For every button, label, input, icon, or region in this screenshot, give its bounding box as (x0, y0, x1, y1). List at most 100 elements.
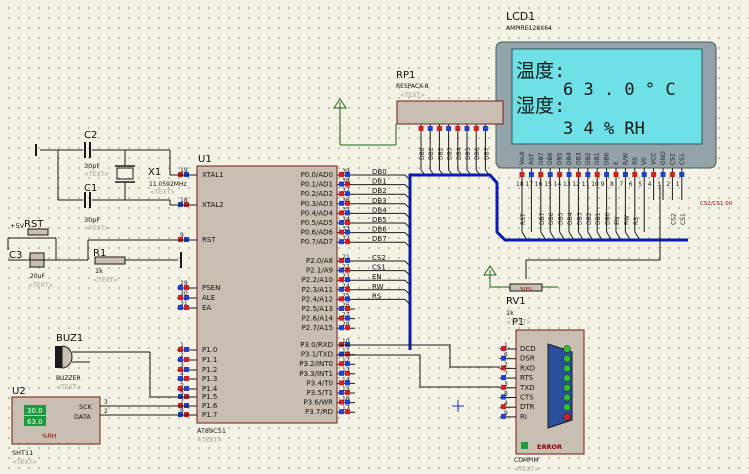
lcd-net-label: RS (633, 217, 640, 225)
lcd-pin-label: DB7 (538, 152, 545, 165)
bus-entry (404, 260, 411, 267)
com-pin-label: RTS (520, 374, 534, 382)
mcu-pin-number: 8 (180, 407, 184, 414)
mcu-pin-number: 19 (180, 167, 188, 174)
mcu-pin-number: 11 (342, 348, 350, 355)
buzzer[interactable]: BUZ1 BUZZER <TEXT> (55, 333, 197, 398)
rp1-power-arrow-icon (333, 98, 347, 109)
c1-ref: C1 (84, 183, 97, 194)
lcd-module[interactable]: LCD1 AMPIRE128X64 温度: 6 3 . 0 ° C 湿度: 3 … (495, 10, 733, 241)
reset-button-icon[interactable] (27, 228, 49, 236)
sht-unit: %RH (42, 433, 56, 440)
mcu-pin-label: XTAL2 (202, 201, 224, 209)
mcu-pin-label: P2.4/A12 (302, 295, 333, 303)
mcu-pin-number: 7 (180, 398, 184, 405)
lcd-pin-label: CS1 (679, 153, 686, 165)
crystal-circuit[interactable]: C2 30pF <TEXT> C1 30pF <TEXT> X1 11.0592… (35, 130, 197, 232)
lcd-pin-label: DB2 (585, 152, 592, 165)
mcu-net-label: DB3 (372, 197, 387, 205)
mcu-pin-label: P0.0/AD0 (301, 171, 333, 179)
com-pin-label: DSR (520, 355, 535, 363)
bus-entries (404, 174, 411, 305)
sht11-sensor[interactable]: U2 30.0 63.0 %RH SCK DATA 3 2 SHT11 <TEX… (11, 386, 197, 466)
com-pin-label: DTR (520, 403, 535, 411)
bus-entry (404, 193, 411, 200)
mcu-pin-number: 2 (180, 352, 184, 359)
bus-entry (404, 289, 411, 296)
lcd-pin-label: DB0 (604, 152, 611, 165)
rp1-text: <TEXT> (400, 92, 425, 99)
com-error: ERROR (537, 443, 562, 451)
com-pin-number: 4 (504, 400, 508, 407)
mcu-body (196, 165, 338, 424)
mcu-pin-number: 25 (342, 292, 350, 299)
rp1-pin-label: DB3 (447, 147, 454, 160)
c1-text: <TEXT> (84, 225, 109, 232)
lcd-net-label: RW (623, 215, 630, 225)
c1-value: 30pF (84, 216, 100, 224)
lcd-pin-label: RST (528, 153, 535, 165)
com-pin-led (563, 345, 571, 353)
lcd-pin-label: E (613, 161, 620, 165)
lcd-pin-number: 7 (619, 181, 623, 188)
lcd-net-label: EN (614, 217, 621, 225)
mcu-pin-number: 34 (342, 216, 350, 223)
bus-entry (404, 174, 411, 181)
rv1-ref: RV1 (506, 296, 526, 307)
mcu-net-label: DB6 (372, 226, 387, 234)
mcu-left-pins: 19XTAL118XTAL29RST29PSEN30ALE31EA1P1.02P… (177, 167, 224, 419)
mcu-pin-label: P1.0 (202, 346, 217, 354)
rp1-pin-db3: DB3 (446, 124, 454, 176)
lcd-net-label: DB3 (576, 212, 583, 225)
mcu-pin-label: P1.4 (202, 385, 218, 393)
com-pin-led (563, 413, 571, 421)
com-text: <TEXT> (514, 466, 539, 473)
lcd-pin-e: E8 (610, 161, 620, 232)
mcu-pin-label: P1.7 (202, 411, 217, 419)
mcu-pin-number: 5 (180, 381, 184, 388)
mcu-pin-label: P3.3/INT1 (299, 370, 333, 378)
r1-ref: R1 (93, 248, 106, 259)
c2-ref: C2 (84, 130, 97, 141)
mcu-pin-number: 12 (342, 357, 350, 364)
bus-entry (404, 232, 411, 238)
mcu-pin-number: 30 (180, 290, 188, 297)
reset-circuit[interactable]: +5V RST C3 20uF <TEXT> R1 1k <TEXT> (7, 219, 197, 289)
lcd-net-label: CS1 (680, 213, 687, 225)
lcd-net-label: CS2 (670, 213, 677, 225)
sht-temp-display (24, 405, 46, 415)
potentiometer-rv1[interactable]: 50% RV1 1k <TEXT> (483, 185, 661, 326)
mcu-pin-label: P3.4/T0 (307, 379, 333, 387)
com-pin-label: DCD (520, 345, 536, 353)
mcu-net-label: DB5 (372, 216, 387, 224)
com-pin-number: 2 (504, 361, 508, 368)
mcu-at89c51[interactable]: U1 AT89C51 <TEXT> 19XTAL118XTAL29RST29PS… (177, 154, 405, 444)
lcd-pin-number: 15 (544, 181, 552, 188)
mcu-pin-number: 3 (180, 362, 184, 369)
rp1-pin-label: DB1 (428, 147, 435, 160)
lcd-net-label: DB5 (558, 212, 565, 225)
mcu-pin-label: P2.1/A9 (306, 267, 333, 275)
com-pin-number: 8 (504, 391, 508, 398)
sht-temp: 30.0 (27, 407, 43, 415)
lcd-pin-number: 13 (563, 181, 571, 188)
mcu-pin-label: P0.5/AD5 (301, 219, 333, 227)
lcd-pin-number: 3 (657, 181, 661, 188)
lcd-pin-label: DB4 (566, 152, 573, 165)
rv1-text: <TEXT> (506, 319, 531, 326)
